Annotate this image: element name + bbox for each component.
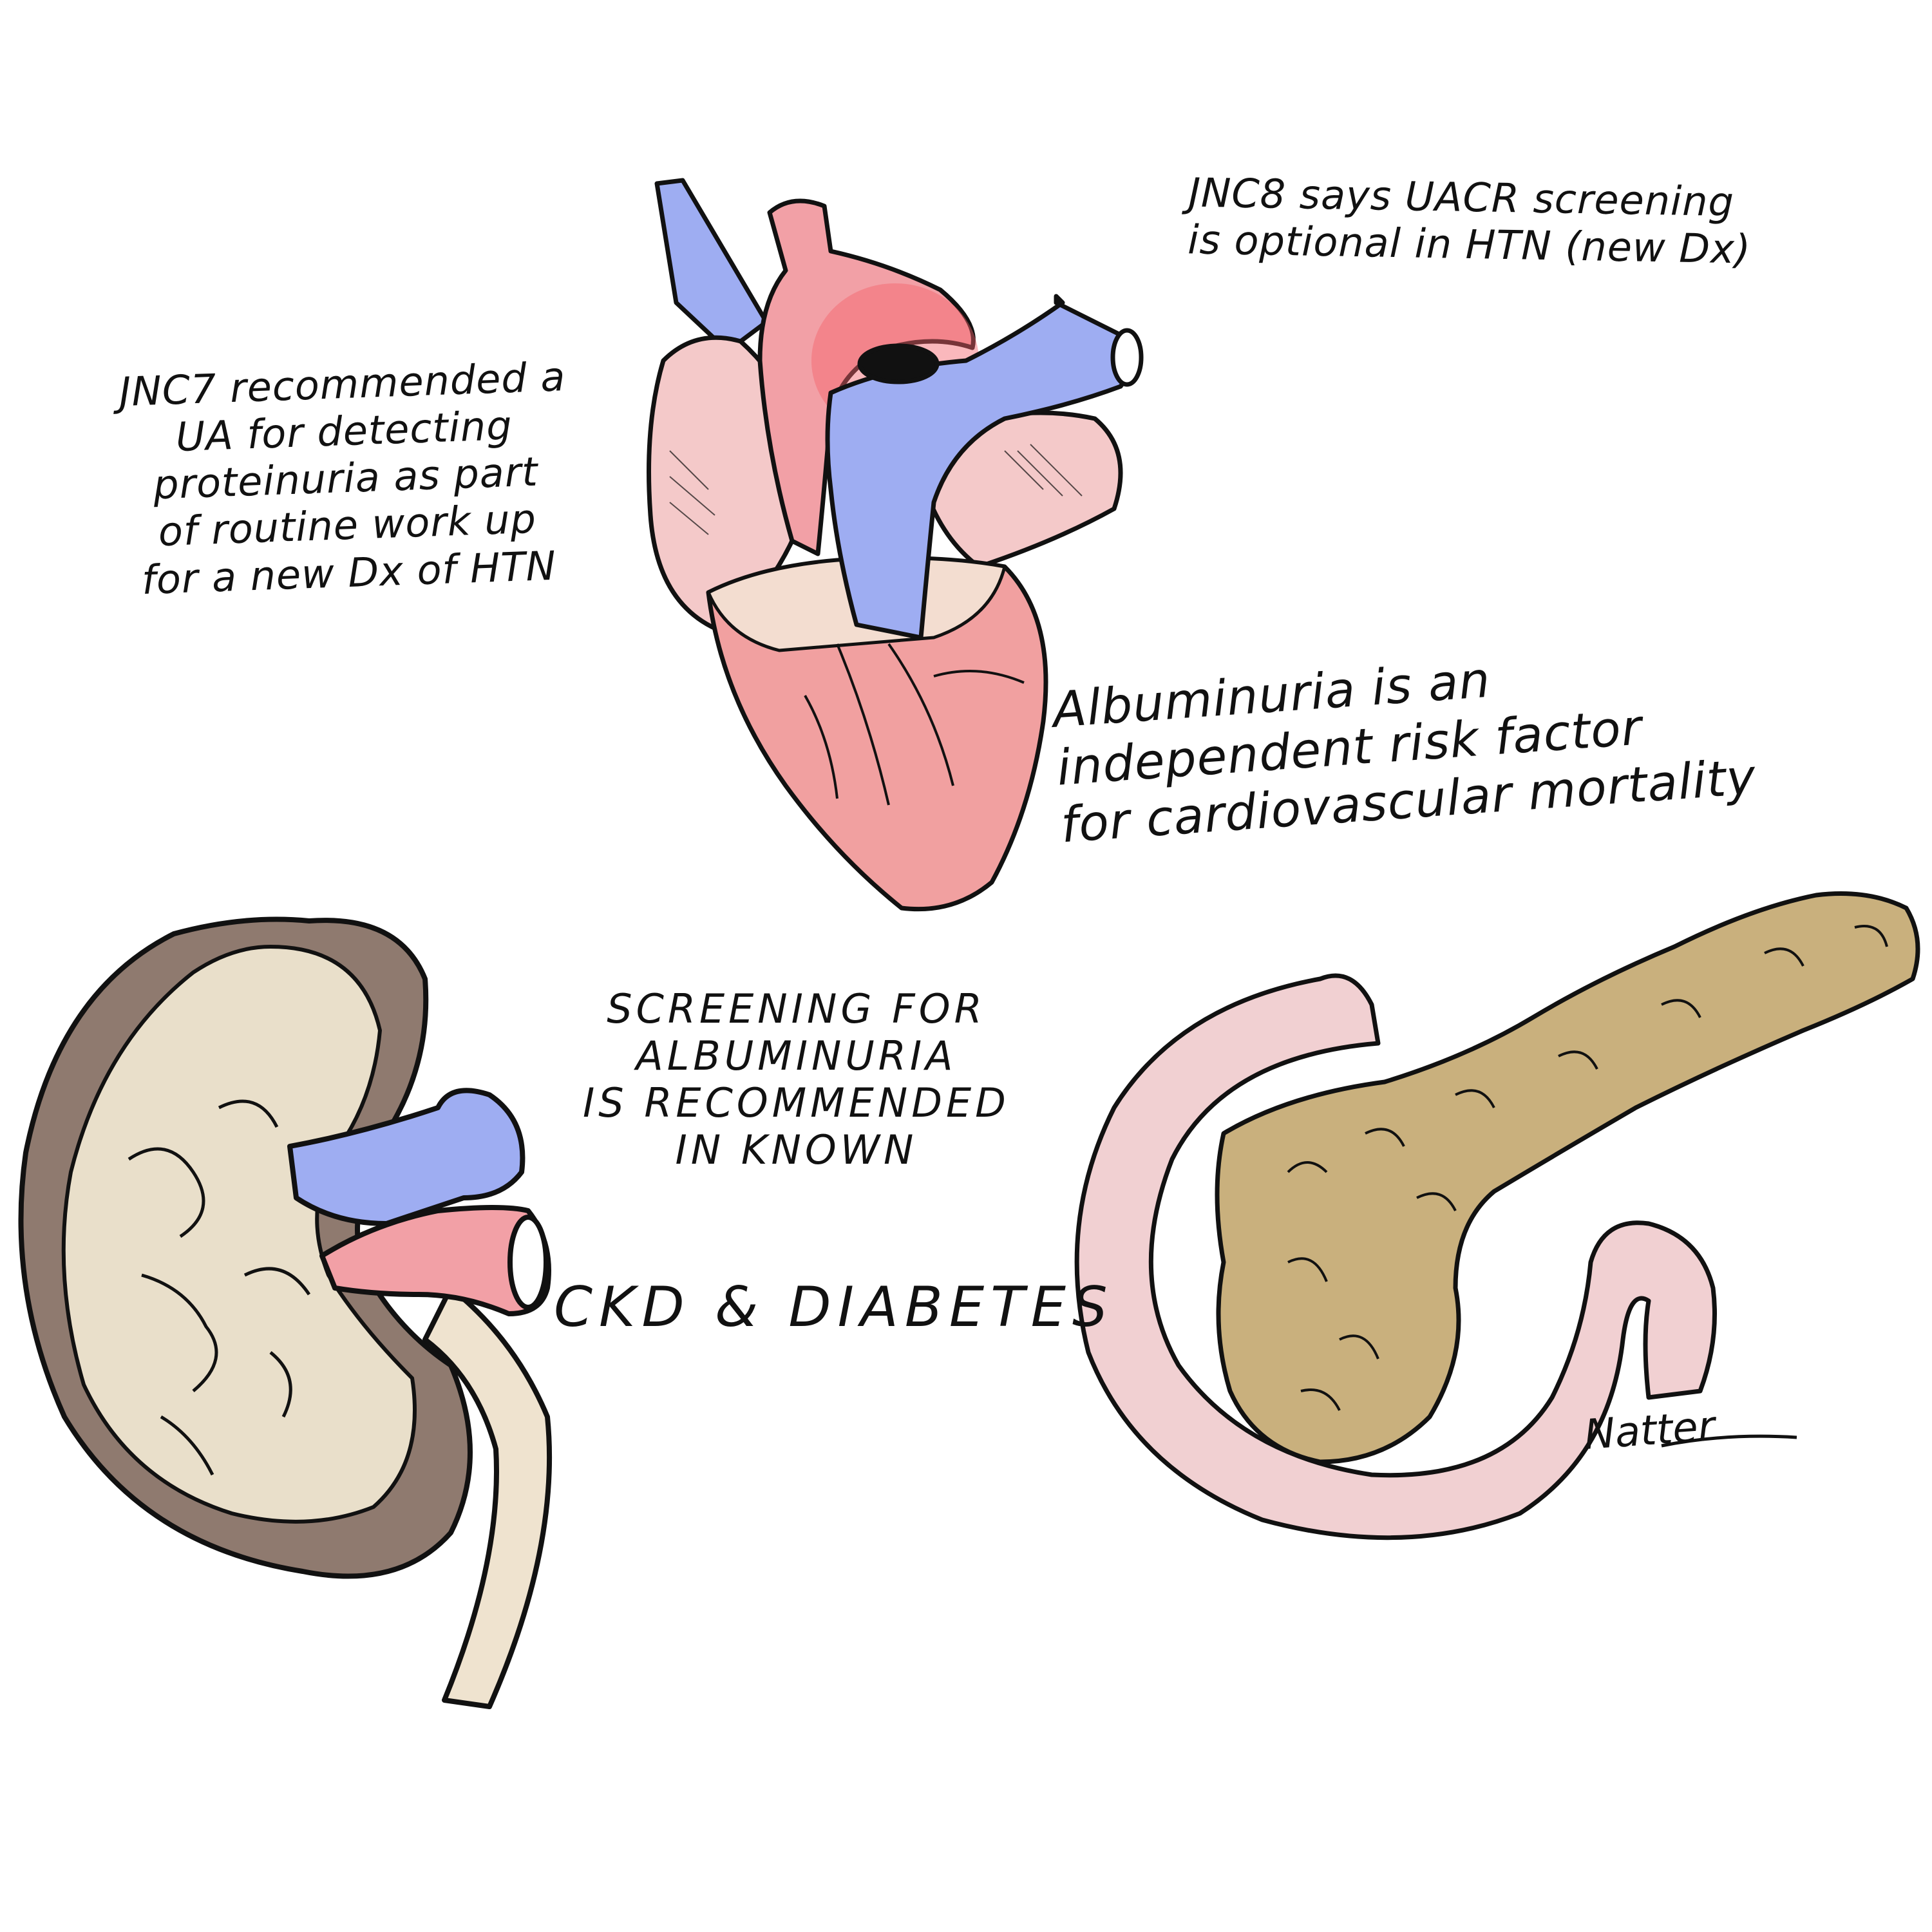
coronary-vessel (804, 643, 1025, 806)
aortic-opening (857, 343, 940, 384)
heart-icon (647, 178, 1144, 912)
kidney-icon (18, 916, 553, 1709)
ureter-shape (422, 1285, 553, 1709)
kidney-calyces (128, 1099, 311, 1476)
pulmonary-opening (1110, 328, 1144, 387)
pancreas-lobules (1287, 925, 1888, 1411)
screening-line: SCREENING FOR (607, 985, 986, 1032)
jnc8-note: JNC8 says UACR screening is optional in … (1188, 169, 1752, 273)
kidney-section-shape (61, 945, 417, 1524)
conditions-note: CKD & DIABETES (554, 1275, 1114, 1340)
signature-flourish (1661, 1434, 1797, 1448)
pancreas-body-shape (1215, 891, 1920, 1464)
screening-line: ALBUMINURIA (636, 1032, 957, 1080)
screening-line: IS RECOMMENDED (583, 1079, 1010, 1127)
heart-shading (669, 444, 1083, 535)
renal-artery-opening (507, 1215, 549, 1310)
duodenum-shape (1074, 973, 1717, 1540)
artist-signature: Natter (1582, 1403, 1717, 1459)
jnc7-note: JNC7 recommended a UA for detecting prot… (118, 353, 573, 604)
jnc8-line: is optional in HTN (new Dx) (1187, 216, 1752, 273)
renal-artery-shape (319, 1205, 551, 1316)
vena-cava-shape (654, 178, 769, 354)
screening-note: SCREENING FOR ALBUMINURIA IS RECOMMENDED… (583, 985, 1010, 1174)
pancreas-icon (1074, 891, 1920, 1540)
screening-line: IN KNOWN (675, 1126, 918, 1174)
